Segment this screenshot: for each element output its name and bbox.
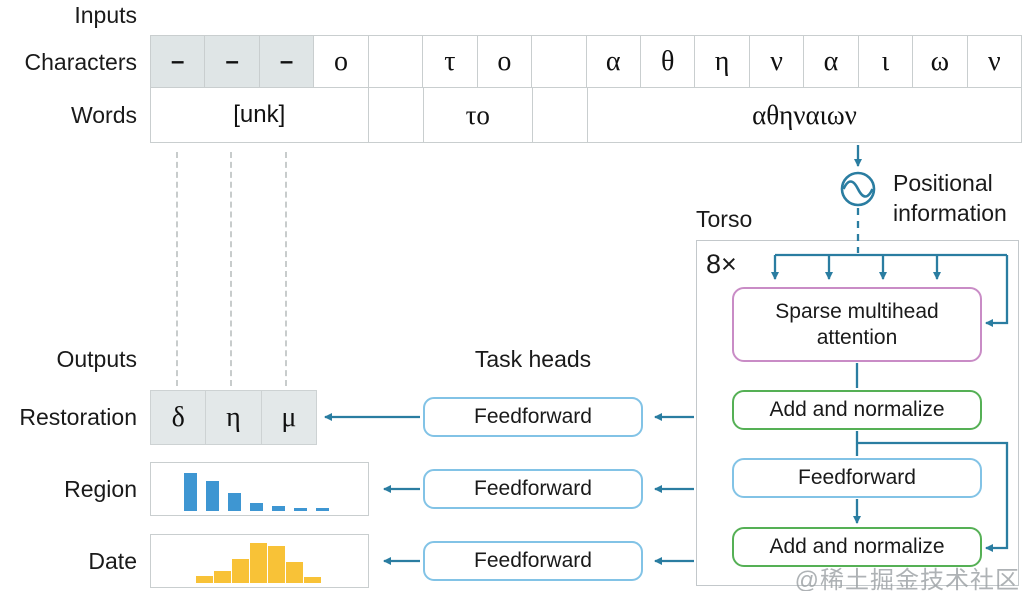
date-bar	[196, 576, 213, 583]
character-cell: ν	[966, 35, 1022, 88]
date-bar	[268, 546, 285, 583]
character-cell	[531, 35, 587, 88]
date-histogram	[150, 534, 369, 588]
date-bar	[250, 543, 267, 583]
words-row: [unk] το αθηναιων	[150, 87, 1022, 143]
character-cell	[367, 35, 424, 88]
word-cell: αθηναιων	[587, 87, 1022, 143]
watermark: @稀土掘金技术社区	[794, 567, 1020, 591]
words-label: Words	[70, 102, 137, 128]
task-heads-label: Task heads	[474, 346, 592, 372]
character-cell: η	[694, 35, 750, 88]
region-histogram	[150, 462, 369, 516]
date-bar	[214, 571, 231, 583]
date-bar	[304, 577, 321, 583]
date-label: Date	[88, 548, 137, 574]
restoration-cell: η	[205, 390, 262, 445]
add-and-normalize-block-1: Add and normalize	[732, 390, 982, 430]
date-bar	[286, 562, 303, 583]
restoration-cell: δ	[150, 390, 207, 445]
date-bar	[232, 559, 249, 583]
character-cell: α	[585, 35, 641, 88]
region-bar	[272, 506, 285, 511]
region-bar	[206, 481, 219, 511]
torso-feedforward-block: Feedforward	[732, 458, 982, 498]
character-cell: ω	[912, 35, 968, 88]
region-bar	[250, 503, 263, 511]
date-feedforward-head: Feedforward	[423, 541, 643, 581]
word-cell	[367, 87, 424, 143]
positional-information-label: Positional information	[893, 170, 1007, 227]
outputs-label: Outputs	[56, 346, 137, 372]
region-feedforward-head: Feedforward	[423, 469, 643, 509]
inputs-label: Inputs	[74, 2, 137, 28]
character-cell: α	[803, 35, 859, 88]
region-label: Region	[64, 476, 137, 502]
characters-label: Characters	[24, 49, 137, 75]
character-cell: ο	[476, 35, 533, 88]
character-cell: ν	[748, 35, 805, 88]
word-cell: [unk]	[150, 87, 369, 143]
restoration-cell: μ	[260, 390, 317, 445]
region-bar	[294, 508, 307, 511]
masked-character-cell: –	[258, 35, 315, 88]
masked-character-cell: –	[150, 35, 206, 88]
region-bar	[316, 508, 329, 511]
character-cell: ι	[857, 35, 914, 88]
character-cell: τ	[422, 35, 478, 88]
alignment-dash-line	[176, 152, 178, 386]
restoration-feedforward-head: Feedforward	[423, 397, 643, 437]
region-bar	[228, 493, 241, 511]
region-bar	[184, 473, 197, 511]
masked-character-cell: –	[204, 35, 260, 88]
alignment-dash-line	[230, 152, 232, 386]
restoration-label: Restoration	[19, 404, 137, 430]
character-cell: θ	[639, 35, 696, 88]
alignment-dash-line	[285, 152, 287, 386]
character-cell: ο	[313, 35, 369, 88]
torso-label: Torso	[696, 206, 753, 232]
word-cell	[531, 87, 588, 143]
repeat-count-label: 8×	[706, 249, 737, 279]
sparse-multihead-attention-block: Sparse multihead attention	[732, 287, 982, 362]
positional-encoding-icon	[840, 171, 876, 207]
word-cell: το	[422, 87, 533, 143]
